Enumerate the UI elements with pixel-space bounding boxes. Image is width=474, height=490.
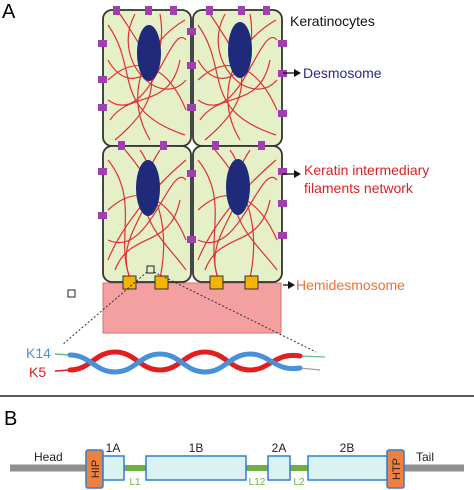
zoom-marker-left	[67, 289, 76, 298]
basement-membrane	[102, 282, 282, 334]
label-k5: K5	[29, 364, 46, 380]
label-head: Head	[34, 450, 63, 464]
k14-tail-right	[299, 355, 326, 358]
k5-tail-right	[299, 367, 321, 371]
nucleus-top-right	[228, 22, 252, 78]
htp-label: HTP	[391, 458, 403, 480]
label-1b: 1B	[189, 441, 204, 455]
label-l12: L12	[249, 477, 266, 488]
nucleus-top-left	[137, 25, 161, 81]
label-keratin-line1: Keratin intermediary	[304, 162, 429, 178]
panel-b-letter: B	[4, 408, 17, 430]
panel-a-letter: A	[2, 1, 16, 23]
label-k14: K14	[26, 345, 51, 361]
label-2a: 2A	[272, 441, 287, 455]
label-keratin-line2: filaments network	[304, 180, 414, 196]
arrow-keratin-head	[294, 170, 301, 178]
label-2b: 2B	[340, 441, 355, 455]
domain-1a-box	[102, 455, 125, 481]
label-desmosome: Desmosome	[303, 65, 382, 81]
nuclei	[136, 22, 252, 216]
label-hemidesmosome: Hemidesmosome	[296, 277, 405, 293]
label-tail: Tail	[416, 450, 434, 464]
domain-2b-box	[307, 455, 388, 481]
hemidesmosomes	[122, 275, 259, 290]
label-keratinocytes: Keratinocytes	[290, 13, 375, 29]
arrow-hemidesmosome-head	[288, 281, 295, 289]
k5-tail-left	[54, 369, 71, 372]
desmosomes	[98, 6, 287, 243]
zoom-marker-small	[146, 265, 155, 274]
nucleus-bottom-right	[226, 159, 250, 215]
label-l2: L2	[293, 477, 305, 488]
hip-label: HIP	[90, 460, 102, 478]
k14-strand	[67, 351, 303, 375]
nucleus-bottom-left	[136, 160, 160, 216]
domain-2a-box	[267, 455, 291, 481]
zoom-line-left	[61, 271, 148, 346]
label-l1: L1	[129, 477, 141, 488]
domain-1b-box	[145, 455, 247, 481]
label-1a: 1A	[106, 441, 121, 455]
arrow-desmosome-head	[294, 69, 301, 77]
k14-tail-left	[54, 353, 71, 356]
